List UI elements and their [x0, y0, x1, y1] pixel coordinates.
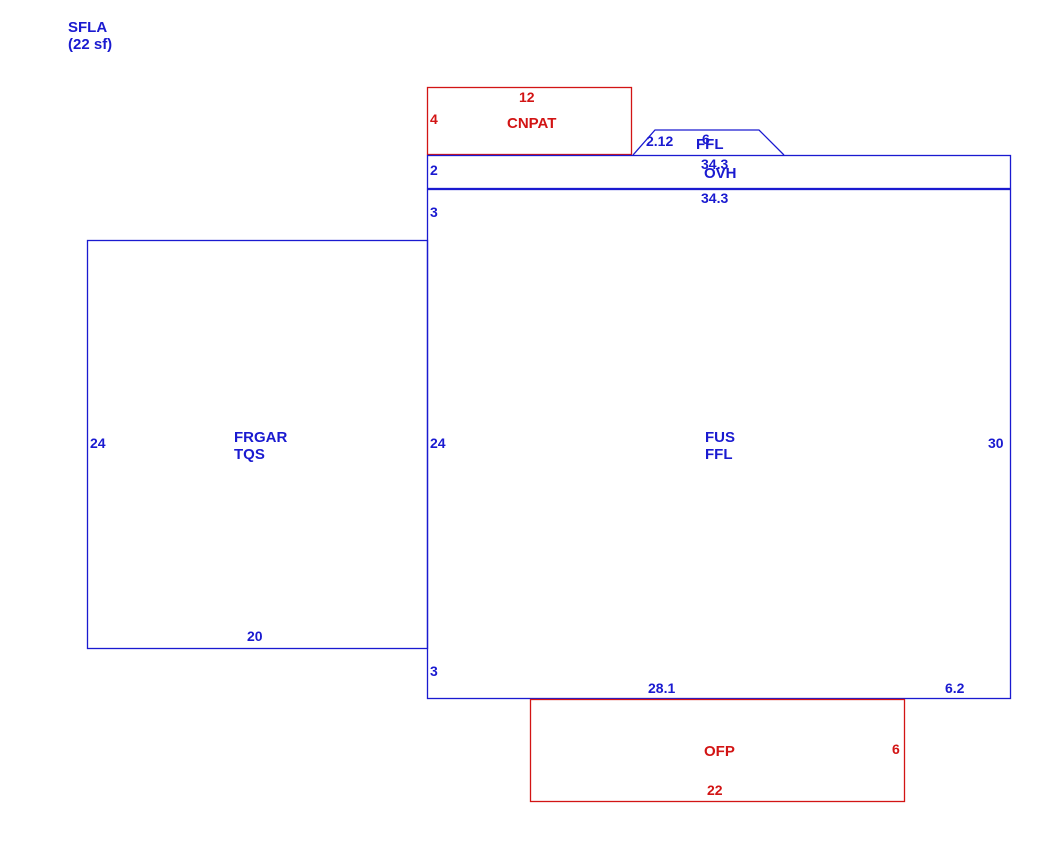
dim-main-lower-left: 3 — [430, 663, 438, 679]
main-label-line2: FFL — [705, 446, 733, 463]
dim-porch-bottom: 22 — [707, 782, 723, 798]
bay-label: FFL — [696, 136, 724, 153]
dim-bay-top: 6 — [702, 131, 710, 147]
legend-title: SFLA — [68, 19, 108, 36]
dim-main-bottom-right: 6.2 — [945, 680, 965, 696]
dim-porch-side: 6 — [892, 741, 900, 757]
dim-ovh-bottom: 34.3 — [701, 190, 728, 206]
main-label-line1: FUS — [705, 429, 735, 446]
overhang-area[interactable] — [426, 154, 1012, 190]
porch-label: OFP — [704, 743, 735, 760]
canopy-area[interactable] — [426, 86, 633, 156]
dim-main-upper-left: 3 — [430, 204, 438, 220]
dim-bay-side: 2.12 — [646, 133, 673, 149]
bay-area[interactable] — [632, 129, 785, 156]
sfla-legend: SFLA (22 sf) — [68, 19, 112, 53]
garage-label-line1: FRGAR — [234, 429, 287, 446]
garage-label-line2: TQS — [234, 446, 265, 463]
canopy-label: CNPAT — [507, 115, 556, 132]
dim-garage-bottom: 20 — [247, 628, 263, 644]
dim-garage-left: 24 — [90, 435, 106, 451]
dim-ovh-side: 2 — [430, 162, 438, 178]
dim-main-right: 30 — [988, 435, 1004, 451]
dim-canopy-side: 4 — [430, 111, 438, 127]
overhang-label: OVH — [704, 165, 737, 182]
main-living-area[interactable] — [426, 188, 1012, 700]
porch-area[interactable] — [529, 698, 906, 803]
dim-main-bottom: 28.1 — [648, 680, 675, 696]
dim-canopy-top: 12 — [519, 89, 535, 105]
dim-main-left: 24 — [430, 435, 446, 451]
dim-ovh-top: 34.3 — [701, 156, 728, 172]
legend-area: (22 sf) — [68, 36, 113, 53]
